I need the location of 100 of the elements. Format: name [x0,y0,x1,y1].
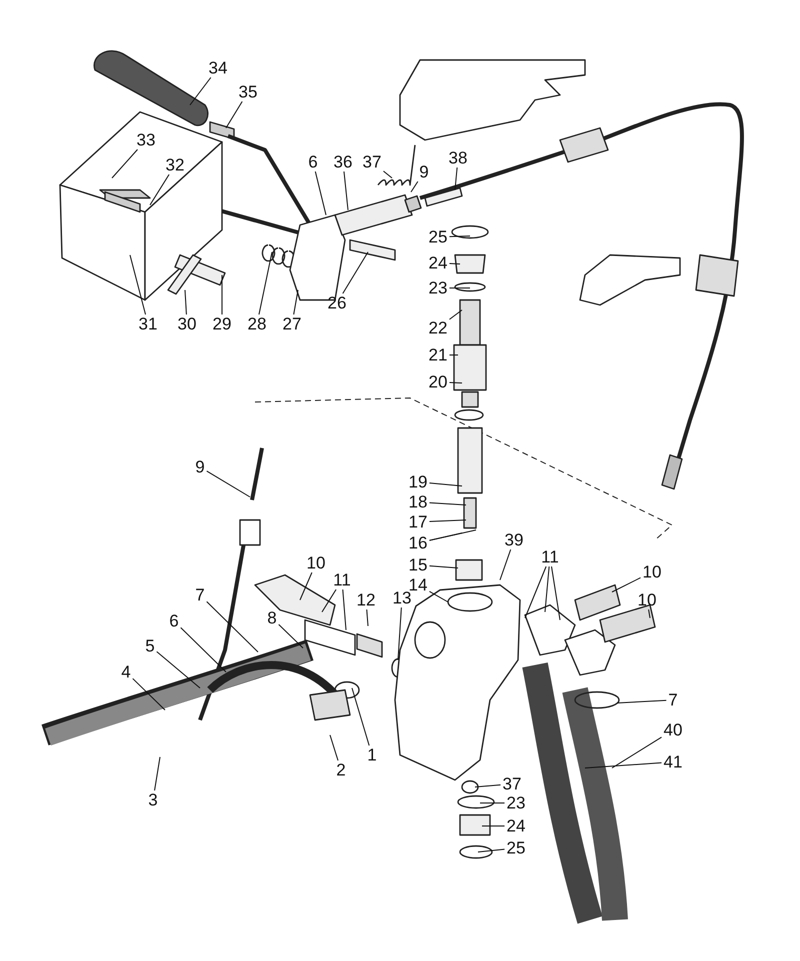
leader-line [544,566,550,612]
callout-number: 40 [662,722,684,738]
callout-number: 1 [366,746,378,764]
callout-number: 7 [667,692,679,708]
callout-number: 33 [136,132,156,148]
leader-line [154,756,160,791]
callout-number: 5 [144,638,156,654]
leader-line [428,520,466,522]
leader-line [130,254,146,315]
leader-line [314,171,326,216]
callout-number: 32 [164,156,186,174]
leader-line [352,688,370,746]
leader-line [428,502,466,506]
callout-number: 4 [120,664,132,680]
callout-number: 23 [428,280,448,296]
callout-number: 37 [502,776,522,792]
leader-line [258,252,272,315]
leader-line [612,577,642,592]
callout-number: 7 [194,586,206,604]
leader-line [478,848,506,852]
leader-line [616,700,667,704]
leader-line [448,263,460,264]
callout-number: 10 [642,564,662,580]
leader-line [382,170,392,178]
leader-line [448,310,462,320]
callout-number: 26 [326,294,348,312]
callout-number: 3 [147,792,159,808]
leader-line [524,566,547,618]
leader-line [132,678,166,710]
callout-number: 20 [428,374,448,390]
callout-number: 18 [408,494,428,510]
leader-line [448,236,470,238]
leader-line [551,566,560,620]
callout-number: 25 [428,228,448,246]
callout-number: 19 [408,474,428,490]
callout-number: 11 [540,548,560,566]
leader-line [112,149,138,178]
callout-number: 30 [176,316,198,332]
leader-line [584,762,662,768]
callout-number: 6 [307,154,319,170]
leader-line [190,77,212,106]
callout-number: 41 [662,754,684,770]
leader-line [500,549,512,580]
callout-number: 6 [168,612,180,630]
callout-number: 37 [362,154,382,170]
leader-line [454,167,458,190]
callout-number: 25 [506,840,526,856]
leader-line [366,609,368,626]
callout-number: 2 [335,762,347,778]
leader-line [428,482,462,486]
leader-line [428,591,448,602]
leader-line [300,572,312,600]
callout-number: 13 [392,590,412,606]
callout-number: 9 [418,164,430,180]
leader-line [480,802,506,804]
leader-line [322,589,337,612]
leader-line [448,382,462,384]
leader-line [206,470,250,498]
callout-number: 24 [428,254,448,272]
leader-line [428,565,458,568]
leader-line [648,609,650,618]
leader-line [474,784,502,788]
callout-number: 12 [356,592,376,608]
leader-line [180,627,226,672]
leader-line [612,736,662,768]
callout-number: 11 [332,572,352,588]
leader-line [342,252,368,294]
callout-number: 31 [138,316,158,332]
callout-number: 10 [636,592,658,608]
leader-line [226,101,243,128]
leader-line [342,589,346,630]
leader-line [330,734,339,761]
leader-line [150,174,170,206]
callout-number: 27 [282,316,302,332]
callout-number: 39 [504,532,524,548]
callout-number: 29 [212,316,232,332]
leader-line [344,171,348,210]
callout-number: 34 [208,60,228,76]
callout-number: 8 [266,610,278,626]
leader-line [410,181,418,192]
leader-line [184,290,187,315]
callout-number: 10 [306,554,326,572]
callout-number: 15 [408,556,428,574]
leader-line [278,624,304,648]
callout-number: 23 [506,794,526,812]
leader-line [448,354,458,356]
callout-number: 9 [194,458,206,476]
callout-number: 17 [408,514,428,530]
leader-line [293,290,298,315]
callout-number: 28 [246,316,268,332]
leader-line [398,607,402,660]
callout-number: 24 [506,818,526,834]
callout-number: 36 [332,154,354,170]
callout-number: 38 [448,150,468,166]
callout-number: 22 [428,320,448,336]
callout-number: 16 [408,534,428,552]
callout-number: 35 [238,84,258,100]
callout-number: 21 [428,346,448,364]
leader-line [428,530,476,541]
leader-line [156,651,200,688]
